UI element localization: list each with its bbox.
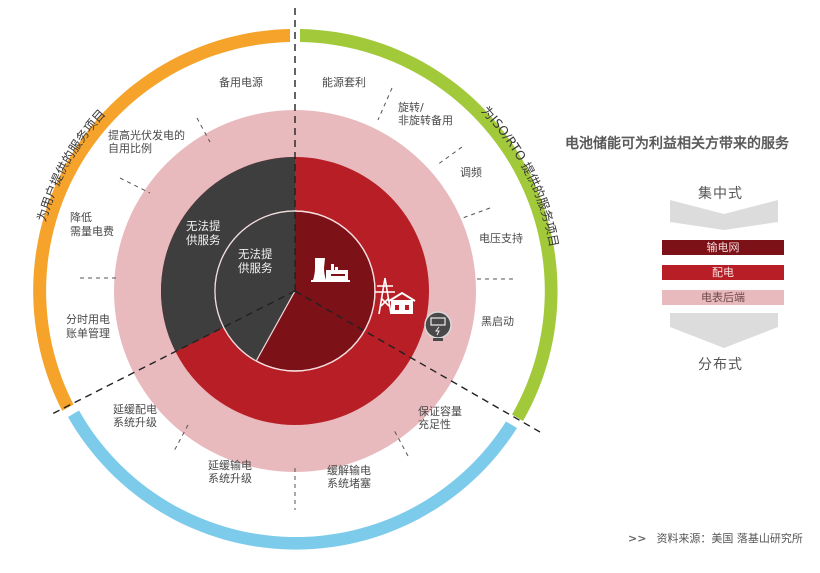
service-tou-billing-l1: 分时用电 xyxy=(66,313,110,326)
source-note: >> 资料来源：美国 落基山研究所 xyxy=(628,530,803,546)
transmission-tower-icon xyxy=(375,277,416,315)
service-energy-arbitrage: 能源套利 xyxy=(322,75,366,89)
inner-unavailable-l2: 供服务 xyxy=(238,261,273,275)
distributed-label: 分布式 xyxy=(698,357,743,373)
service-resource-adequacy-l2: 充足性 xyxy=(418,417,451,431)
legend-behind-meter: 电表后端 xyxy=(662,290,784,305)
middle-unavailable-l2: 供服务 xyxy=(186,233,221,247)
service-distribution-deferral-l2: 系统升级 xyxy=(113,416,157,429)
legend-panel: 电池储能可为利益相关方带来的服务 集中式 输电网 配电 电表后端 分布式 >> 资… xyxy=(540,0,820,573)
chevron-down-icon xyxy=(670,200,778,230)
iso-rto-ring xyxy=(300,29,558,421)
service-tou-billing-l2: 账单管理 xyxy=(66,326,110,340)
service-transmission-deferral-l1: 延缓输电 xyxy=(208,458,252,472)
power-plant-icon xyxy=(311,258,350,282)
service-transmission-congestion-l2: 系统堵塞 xyxy=(327,476,371,490)
inner-circle-outline xyxy=(214,210,376,372)
service-spinning-reserve-l1: 旋转/ xyxy=(398,100,424,114)
service-spinning-reserve-l2: 非旋转备用 xyxy=(398,113,453,127)
service-resource-adequacy-l1: 保证容量 xyxy=(418,404,462,418)
service-separators xyxy=(80,87,513,510)
electric-meter-icon xyxy=(424,311,452,341)
double-arrow-icon: >> xyxy=(628,532,647,545)
service-frequency-regulation: 调频 xyxy=(460,165,482,179)
service-voltage-support: 电压支持 xyxy=(479,231,523,245)
service-pv-self-consumption-l1: 提高光伏发电的 xyxy=(108,128,185,142)
main-dividers xyxy=(51,8,541,433)
source-text: 资料来源：美国 落基山研究所 xyxy=(656,532,803,545)
service-pv-self-consumption-l2: 自用比例 xyxy=(108,141,152,155)
service-backup-power: 备用电源 xyxy=(219,75,263,89)
inner-unavailable-l1: 无法提 xyxy=(238,247,273,261)
service-demand-charge-l2: 需量电费 xyxy=(70,225,114,238)
chart-title: 电池储能可为利益相关方带来的服务 xyxy=(565,136,789,152)
service-demand-charge-l1: 降低 xyxy=(70,210,92,224)
inner-unavailable-sector xyxy=(214,210,295,361)
services-wheel-diagram: 为用户提供的服务项目 为ISO/RTO 提供的服务项目 为公用事业部门提供的服务… xyxy=(33,8,560,550)
customer-ring xyxy=(33,29,291,411)
middle-unavailable-l1: 无法提 xyxy=(186,219,221,233)
utility-ring xyxy=(68,410,517,550)
service-distribution-deferral-l1: 延缓配电 xyxy=(113,403,157,416)
service-transmission-congestion-l1: 缓解输电 xyxy=(327,463,371,477)
legend-transmission: 输电网 xyxy=(662,240,784,255)
customer-ring-label: 为用户提供的服务项目 xyxy=(34,106,108,223)
service-black-start: 黑启动 xyxy=(481,315,514,328)
chevron-down-icon xyxy=(670,313,778,348)
inner-sector-divider xyxy=(255,290,296,362)
legend-distribution: 配电 xyxy=(662,265,784,280)
centralized-label: 集中式 xyxy=(698,186,743,202)
service-transmission-deferral-l2: 系统升级 xyxy=(208,472,252,485)
